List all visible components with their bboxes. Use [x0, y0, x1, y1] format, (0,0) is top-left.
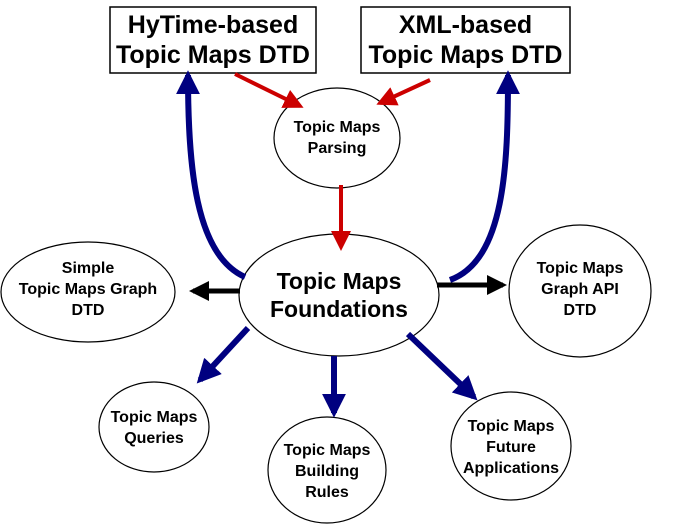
future-apps-label: Topic Maps Future Applications: [451, 416, 571, 479]
future-apps-line-1: Topic Maps: [467, 418, 555, 435]
arrow-foundations-to-future-apps: [405, 331, 478, 401]
xml-dtd-box: [360, 6, 571, 74]
future-apps-line-3: Applications: [462, 460, 559, 477]
queries-line-1: Topic Maps: [110, 409, 198, 426]
building-rules-label: Topic Maps Building Rules: [268, 440, 386, 503]
simple-graph-dtd-line-1: Simple: [61, 260, 115, 277]
building-rules-line-2: Building: [295, 463, 359, 480]
foundations-label: Topic Maps Foundations: [239, 267, 439, 323]
parsing-line-2: Parsing: [307, 140, 367, 157]
simple-graph-dtd-ellipse: [0, 241, 176, 343]
hytime-dtd-box: [109, 6, 317, 74]
arrow-xml-to-parsing: [376, 78, 431, 106]
foundations-line-2: Foundations: [270, 296, 408, 322]
graph-api-dtd-line-1: Topic Maps: [536, 260, 624, 277]
future-apps-line-2: Future: [486, 439, 536, 456]
graph-api-dtd-line-3: DTD: [563, 302, 597, 319]
simple-graph-dtd-line-2: Topic Maps Graph: [18, 281, 158, 298]
xml-dtd-line-1: XML-based: [398, 11, 533, 39]
graph-api-dtd-label: Topic Maps Graph API DTD: [509, 258, 651, 321]
xml-dtd-label: XML-based Topic Maps DTD: [361, 10, 570, 70]
graph-api-dtd-ellipse: [508, 224, 652, 358]
building-rules-line-1: Topic Maps: [283, 442, 371, 459]
queries-line-2: Queries: [124, 430, 184, 447]
graph-api-dtd-line-2: Graph API: [541, 281, 619, 298]
simple-graph-dtd-line-3: DTD: [71, 302, 105, 319]
queries-ellipse: [98, 381, 210, 473]
parsing-label: Topic Maps Parsing: [274, 117, 400, 159]
hytime-dtd-line-2: Topic Maps DTD: [116, 41, 310, 69]
arrow-foundations-to-xml: [448, 70, 520, 283]
hytime-dtd-label: HyTime-based Topic Maps DTD: [110, 10, 316, 70]
simple-graph-dtd-label: Simple Topic Maps Graph DTD: [1, 258, 175, 321]
arrow-hytime-to-parsing: [234, 72, 304, 108]
foundations-line-1: Topic Maps: [276, 268, 402, 294]
arrow-foundations-to-queries: [196, 325, 251, 384]
parsing-ellipse: [273, 87, 401, 189]
hytime-dtd-line-1: HyTime-based: [127, 11, 299, 39]
queries-label: Topic Maps Queries: [99, 407, 209, 449]
xml-dtd-line-2: Topic Maps DTD: [368, 41, 563, 69]
parsing-line-1: Topic Maps: [293, 119, 381, 136]
building-rules-line-3: Rules: [305, 484, 349, 501]
arrow-foundations-to-hytime: [176, 70, 247, 280]
future-apps-ellipse: [450, 391, 572, 501]
